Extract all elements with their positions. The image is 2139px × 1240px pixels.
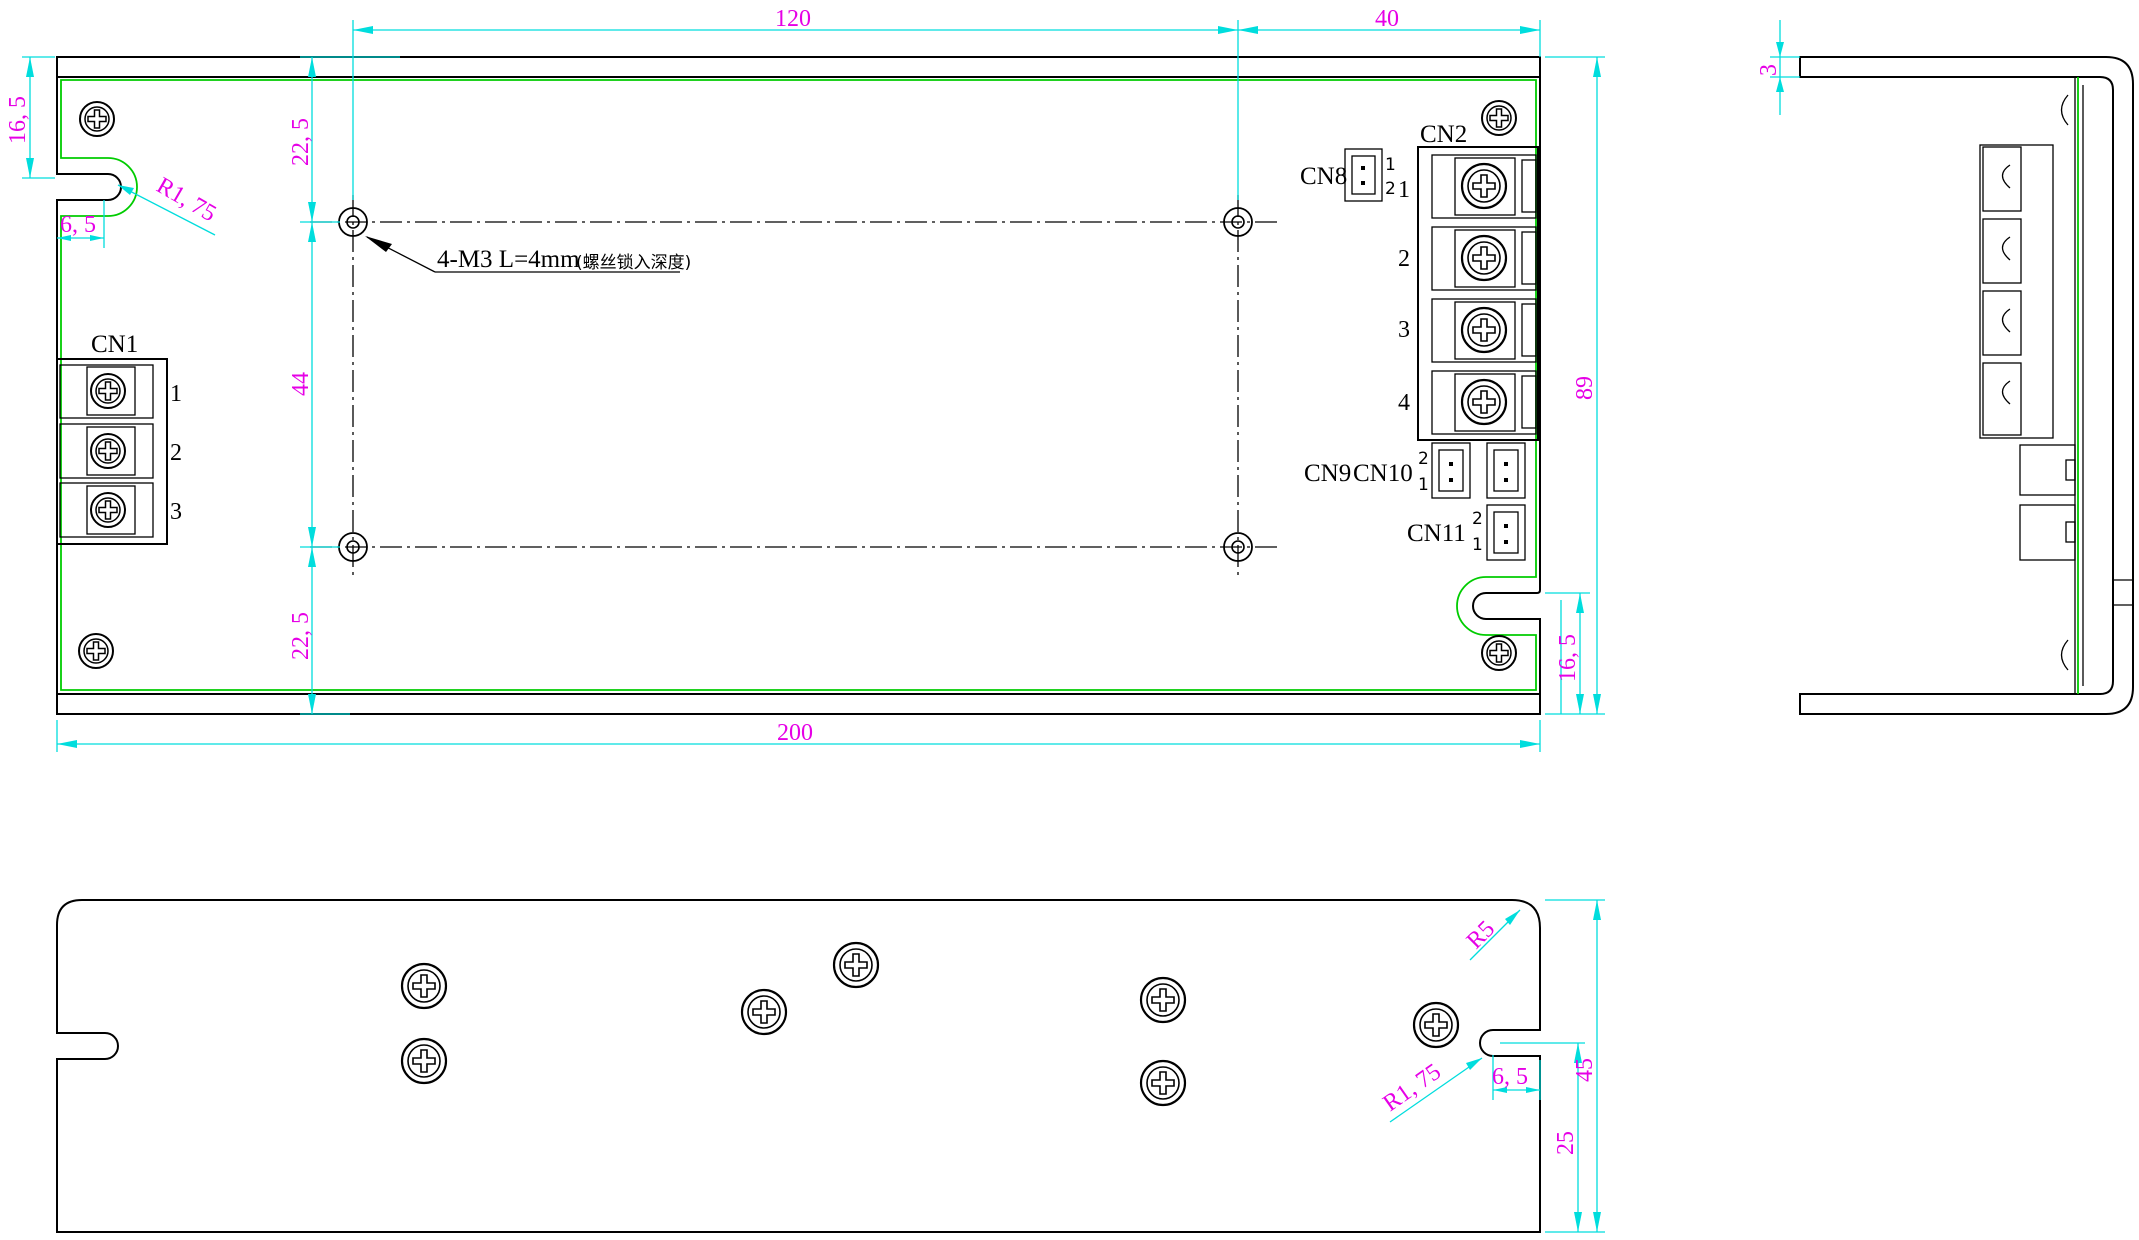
dim-200: 200 [777,720,813,746]
cn1-terminal-block [56,358,168,545]
cn9-pin: 1 [1418,475,1429,495]
dimension-lines [22,20,1605,752]
dim-45: 45 [1572,1058,1598,1082]
cn10-connector [1486,442,1526,499]
terminal-screw-icon [1460,234,1508,282]
corner-screw-icon [78,633,114,669]
screw-icon [400,962,448,1010]
dim-25: 25 [1553,1131,1579,1155]
bottom-view: 45 25 6, 5 R5 R1, 75 [56,899,1605,1233]
cn8-pin: 2 [1385,179,1396,199]
cn1-label: CN1 [91,331,138,358]
cn11-pin: 1 [1472,535,1483,555]
cn1-pin: 2 [170,440,182,466]
top-view: 4-M3 L=4mm (螺丝锁入深度) CN1 1 2 3 [5,6,1605,752]
bottom-view-outline [56,899,1541,1233]
screw-icon [740,988,788,1036]
cn2-terminal-block [1417,146,1539,441]
screw-icon [1412,1001,1460,1049]
cn9-pin: 2 [1418,449,1429,469]
terminal-screw-icon [1460,378,1508,426]
cn8-connector [1344,148,1383,202]
dim-3: 3 [1756,64,1782,76]
dim-22-5-top: 22, 5 [288,118,314,166]
side-view: 3 [1756,20,2134,715]
terminal-screw-icon [1460,306,1508,354]
cn9-label: CN9 [1304,460,1351,487]
dim-40: 40 [1375,6,1399,32]
cn11-label: CN11 [1407,520,1466,547]
corner-screw-icon [1481,100,1517,136]
dim-44: 44 [288,372,314,396]
dim-16-5-right: 16, 5 [1555,634,1581,682]
cn2-pin: 4 [1398,390,1410,416]
bottom-dimension-lines [1389,899,1605,1233]
dim-r1-75-left: R1, 75 [152,173,220,228]
dim-89: 89 [1572,376,1598,400]
terminal-screw-icon [90,373,126,409]
screw-icon [1139,976,1187,1024]
dim-6-5-left: 6, 5 [60,212,96,238]
cn11-connector [1486,504,1526,561]
screw-icon [832,941,880,989]
cn2-pin: 3 [1398,317,1410,343]
callout-arrowhead [365,236,392,252]
side-terminal-block [1979,94,2076,671]
dim-r1-75-bottom: R1, 75 [1379,1059,1446,1117]
screw-icon [400,1037,448,1085]
cn9-connector [1431,442,1471,499]
terminal-screw-icon [90,492,126,528]
cn8-label: CN8 [1300,163,1347,190]
cn2-pin: 2 [1398,246,1410,272]
cn2-label: CN2 [1420,121,1467,148]
terminal-screw-icon [90,433,126,469]
dim-120: 120 [775,6,811,32]
cn1-pin: 1 [170,381,182,407]
corner-screw-icon [79,101,115,137]
cn1-pin: 3 [170,499,182,525]
dim-r5: R5 [1462,916,1500,954]
cn8-pin: 1 [1385,155,1396,175]
side-view-outline [1799,56,2134,715]
dim-16-5-left: 16, 5 [5,96,31,144]
corner-screw-icon [1481,635,1517,671]
callout-text: 4-M3 L=4mm [437,246,580,273]
cn10-label: CN10 [1353,460,1413,487]
cn2-pin: 1 [1398,177,1410,203]
callout-note: (螺丝锁入深度) [576,253,691,273]
terminal-screw-icon [1460,162,1508,210]
screw-icon [1139,1059,1187,1107]
dim-22-5-bottom: 22, 5 [288,612,314,660]
cn11-pin: 2 [1472,509,1483,529]
top-view-outline [56,56,1541,715]
dim-6-5-bottom: 6, 5 [1492,1064,1528,1090]
pcb-outline [60,79,1537,691]
